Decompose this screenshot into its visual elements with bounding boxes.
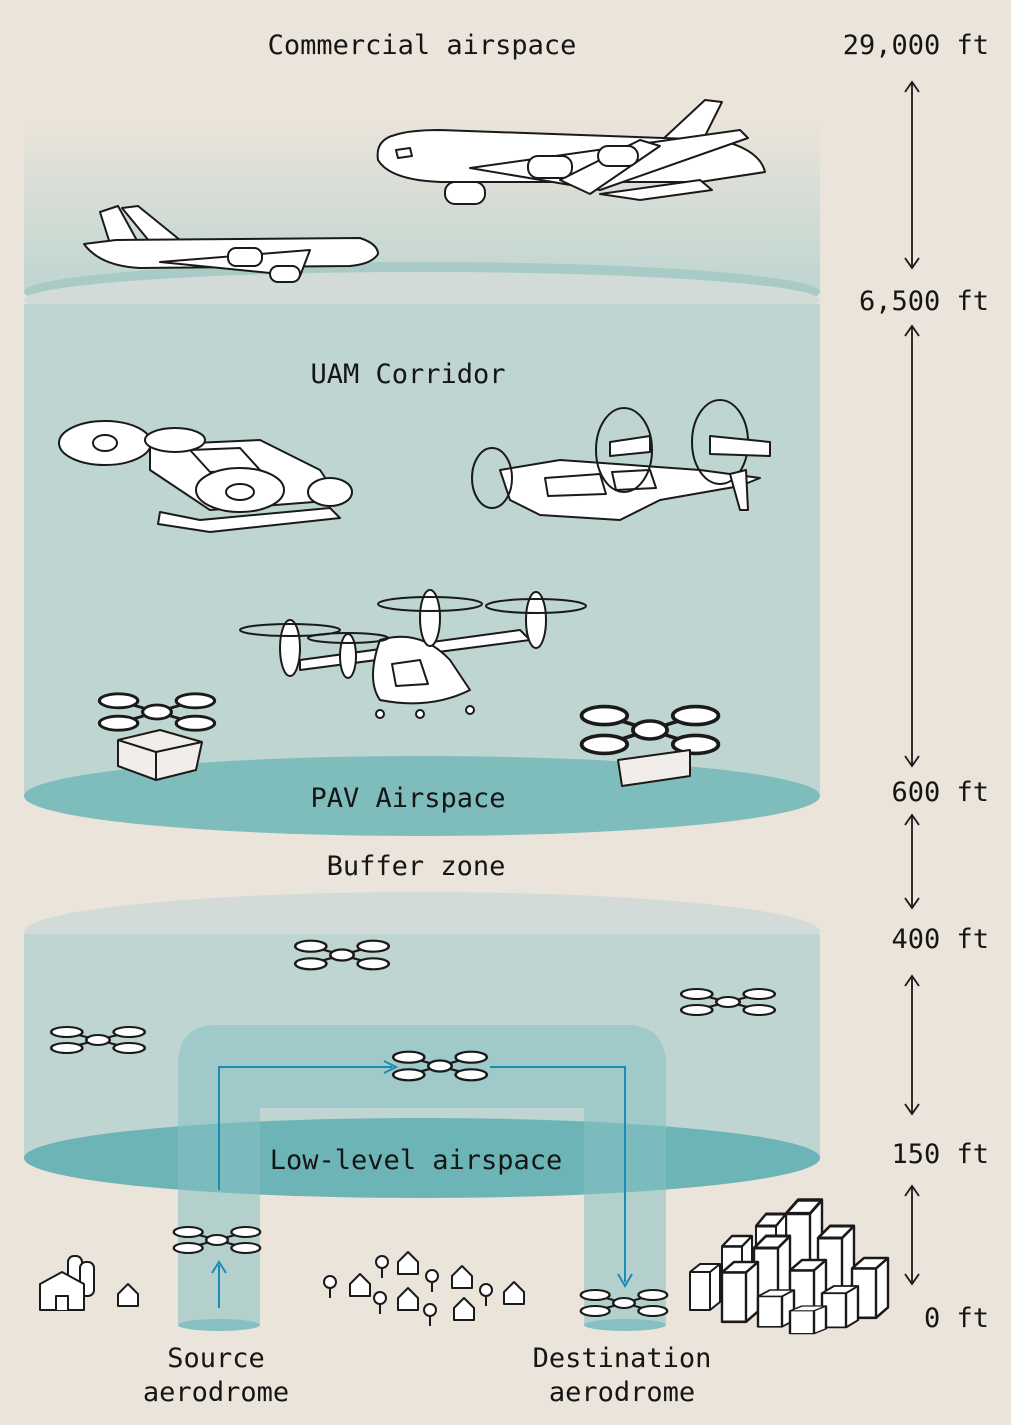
village-icon bbox=[323, 1251, 525, 1327]
source-aerodrome-line1: Source bbox=[167, 1343, 265, 1374]
commercial-airspace-label: Commercial airspace bbox=[267, 30, 577, 61]
low-level-airspace-label: Low-level airspace bbox=[269, 1145, 563, 1176]
city-icon bbox=[689, 1198, 890, 1335]
route-column bbox=[178, 1025, 666, 1325]
destination-aerodrome-line2: aerodrome bbox=[548, 1377, 696, 1408]
cargo-drone-left-icon bbox=[97, 692, 217, 781]
pav-airspace-label: PAV Airspace bbox=[310, 783, 506, 814]
source-pad bbox=[178, 1319, 260, 1331]
route-arrowhead-right bbox=[383, 1060, 399, 1074]
airliner-small-icon bbox=[83, 205, 379, 283]
airliner-large-icon bbox=[376, 99, 766, 205]
multirotor-evtol-icon bbox=[239, 589, 587, 719]
altitude-label-600: 600 ft bbox=[891, 777, 989, 808]
source-takeoff-arrowhead bbox=[211, 1260, 227, 1274]
altitude-label-6500: 6,500 ft bbox=[858, 286, 989, 317]
source-aerodrome-label: Source aerodrome bbox=[143, 1342, 289, 1410]
route-arrow-down bbox=[490, 1066, 626, 1282]
altitude-label-400: 400 ft bbox=[891, 924, 989, 955]
buffer-zone-label: Buffer zone bbox=[326, 851, 506, 882]
altitude-label-150: 150 ft bbox=[891, 1139, 989, 1170]
evtol-ducted-fan-icon bbox=[58, 420, 353, 533]
altitude-label-0: 0 ft bbox=[923, 1303, 989, 1334]
tiltrotor-evtol-icon bbox=[471, 399, 771, 521]
altitude-scale bbox=[904, 80, 920, 1286]
destination-aerodrome-label: Destination aerodrome bbox=[533, 1342, 712, 1410]
destination-aerodrome-line1: Destination bbox=[532, 1343, 712, 1374]
uam-corridor-label: UAM Corridor bbox=[310, 359, 506, 390]
farm-icon bbox=[39, 1255, 139, 1311]
cargo-drone-right-icon bbox=[579, 704, 721, 787]
source-aerodrome-line2: aerodrome bbox=[142, 1377, 290, 1408]
altitude-label-29000: 29,000 ft bbox=[842, 30, 989, 61]
route-arrowhead-down bbox=[617, 1273, 633, 1288]
route-arrow-up bbox=[218, 1066, 392, 1190]
destination-pad bbox=[584, 1319, 666, 1331]
